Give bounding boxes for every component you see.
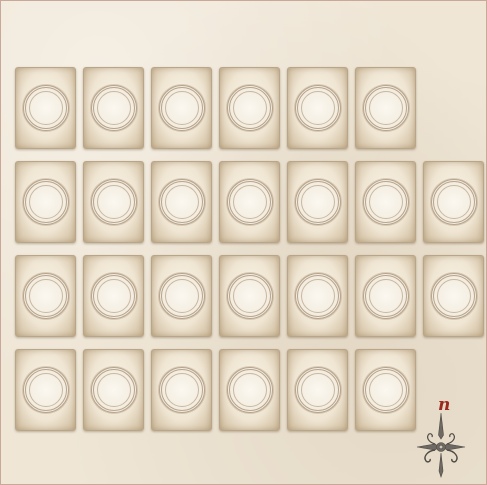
emblem-inner-ring [301, 91, 335, 125]
emblem-inner-ring [233, 91, 267, 125]
card-r3-c5[interactable] [287, 255, 348, 337]
circle-emblem-icon [159, 179, 205, 225]
card-r3-c7[interactable] [423, 255, 484, 337]
card-r2-c3[interactable] [151, 161, 212, 243]
card-r3-c2[interactable] [83, 255, 144, 337]
card-r4-c4[interactable] [219, 349, 280, 431]
emblem-inner-ring [29, 373, 63, 407]
emblem-inner-ring [437, 185, 471, 219]
emblem-inner-ring [97, 373, 131, 407]
circle-emblem-icon [91, 273, 137, 319]
card-r3-c3[interactable] [151, 255, 212, 337]
circle-emblem-icon [159, 367, 205, 413]
emblem-inner-ring [437, 279, 471, 313]
card-r3-c6[interactable] [355, 255, 416, 337]
card-r1-c2[interactable] [83, 67, 144, 149]
circle-emblem-icon [295, 367, 341, 413]
circle-emblem-icon [363, 367, 409, 413]
circle-emblem-icon [227, 85, 273, 131]
card-r2-c2[interactable] [83, 161, 144, 243]
circle-emblem-icon [227, 179, 273, 225]
emblem-inner-ring [165, 91, 199, 125]
card-r1-c1[interactable] [15, 67, 76, 149]
emblem-inner-ring [369, 279, 403, 313]
compass-north-label: n [438, 395, 450, 415]
emblem-inner-ring [97, 279, 131, 313]
circle-emblem-icon [431, 273, 477, 319]
circle-emblem-icon [23, 85, 69, 131]
circle-emblem-icon [23, 273, 69, 319]
card-r2-c6[interactable] [355, 161, 416, 243]
emblem-inner-ring [29, 279, 63, 313]
emblem-inner-ring [97, 91, 131, 125]
emblem-inner-ring [369, 91, 403, 125]
emblem-inner-ring [165, 373, 199, 407]
circle-emblem-icon [91, 85, 137, 131]
emblem-inner-ring [301, 373, 335, 407]
card-r1-c6[interactable] [355, 67, 416, 149]
circle-emblem-icon [91, 179, 137, 225]
card-r3-c1[interactable] [15, 255, 76, 337]
circle-emblem-icon [227, 367, 273, 413]
card-r4-c1[interactable] [15, 349, 76, 431]
circle-emblem-icon [23, 179, 69, 225]
compass-rose-icon [413, 413, 469, 479]
card-r4-c2[interactable] [83, 349, 144, 431]
card-r2-c1[interactable] [15, 161, 76, 243]
emblem-inner-ring [29, 91, 63, 125]
emblem-inner-ring [233, 373, 267, 407]
card-r3-c4[interactable] [219, 255, 280, 337]
circle-emblem-icon [431, 179, 477, 225]
emblem-inner-ring [165, 185, 199, 219]
emblem-inner-ring [301, 279, 335, 313]
compass-rose: n [413, 399, 469, 479]
circle-emblem-icon [159, 85, 205, 131]
card-r1-c4[interactable] [219, 67, 280, 149]
emblem-inner-ring [233, 279, 267, 313]
emblem-inner-ring [97, 185, 131, 219]
circle-emblem-icon [159, 273, 205, 319]
card-r4-c5[interactable] [287, 349, 348, 431]
card-r4-c3[interactable] [151, 349, 212, 431]
circle-emblem-icon [363, 179, 409, 225]
emblem-inner-ring [369, 185, 403, 219]
card-r2-c4[interactable] [219, 161, 280, 243]
emblem-inner-ring [233, 185, 267, 219]
card-r2-c7[interactable] [423, 161, 484, 243]
card-r1-c3[interactable] [151, 67, 212, 149]
circle-emblem-icon [91, 367, 137, 413]
emblem-inner-ring [301, 185, 335, 219]
card-r2-c5[interactable] [287, 161, 348, 243]
circle-emblem-icon [363, 85, 409, 131]
card-r4-c6[interactable] [355, 349, 416, 431]
circle-emblem-icon [295, 85, 341, 131]
circle-emblem-icon [363, 273, 409, 319]
emblem-inner-ring [165, 279, 199, 313]
card-r1-c5[interactable] [287, 67, 348, 149]
emblem-inner-ring [369, 373, 403, 407]
circle-emblem-icon [295, 179, 341, 225]
emblem-inner-ring [29, 185, 63, 219]
circle-emblem-icon [227, 273, 273, 319]
circle-emblem-icon [295, 273, 341, 319]
circle-emblem-icon [23, 367, 69, 413]
